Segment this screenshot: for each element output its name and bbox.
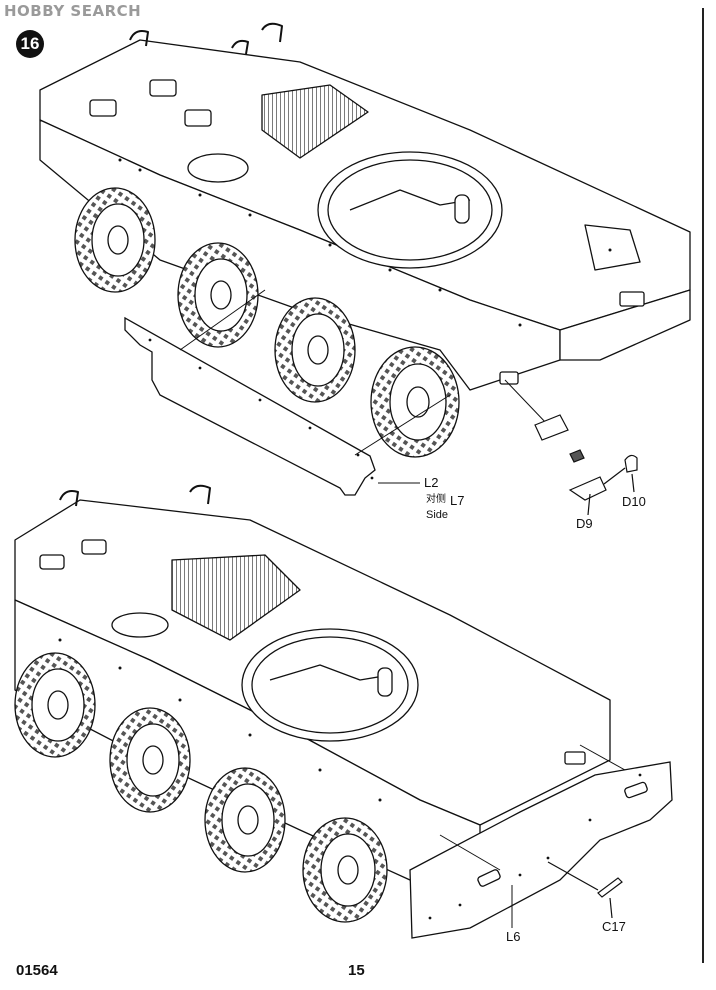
watermark-logo: HOBBY SEARCH (4, 2, 142, 20)
bottom-vehicle-hull (14, 484, 611, 881)
callout-d9: D9 (576, 516, 593, 531)
callout-c17: C17 (602, 919, 626, 934)
callout-l6: L6 (506, 929, 521, 944)
part-l6-rear-plate (409, 761, 673, 939)
page-border (702, 8, 704, 963)
step-number-badge: 16 (16, 30, 44, 58)
top-assembly-lines (179, 289, 549, 484)
part-c17 (547, 861, 623, 919)
part-l2-side-skirt (124, 316, 376, 496)
bottom-wheels (14, 652, 388, 923)
bottom-assembly-lines (439, 744, 626, 928)
parts-d9-d10 (534, 414, 638, 516)
callout-side-cn: 对侧 (426, 494, 446, 505)
top-wheels (74, 187, 460, 458)
kit-number: 01564 (16, 962, 58, 979)
top-vehicle-hull (39, 22, 691, 391)
callout-l2: L2 (424, 475, 439, 490)
page-number: 15 (348, 962, 365, 979)
callout-l7: L7 (450, 493, 465, 508)
callout-side-en: Side (426, 509, 449, 521)
callout-d10: D10 (622, 494, 646, 509)
